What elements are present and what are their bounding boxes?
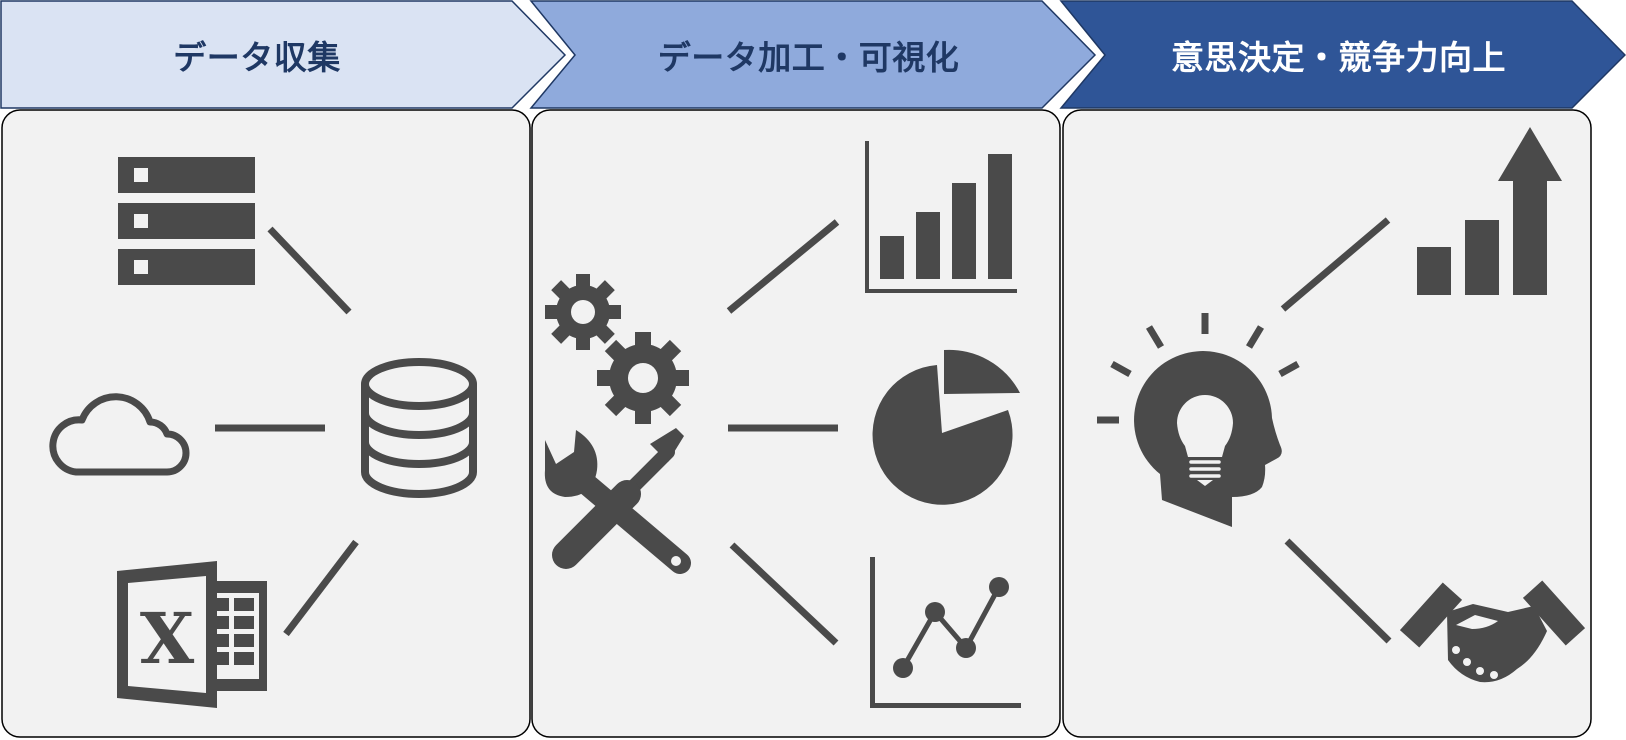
stage-1-chevron: [0, 0, 567, 109]
pie-chart-icon: [872, 349, 1020, 505]
database-icon: [361, 358, 477, 498]
stage-2-label: データ加工・可視化: [657, 38, 960, 77]
collect-connectors: [215, 226, 359, 637]
excel-file-icon: X: [117, 561, 267, 708]
decide-connectors: [1280, 217, 1392, 644]
stage-3-chevron: [1059, 0, 1626, 109]
svg-text:X: X: [140, 597, 195, 680]
stage-2-chevron: [529, 0, 1097, 109]
process-connectors: [726, 219, 840, 646]
decide-panel: [1062, 109, 1592, 738]
server-rack-icon: [118, 157, 255, 285]
handshake-icon: [1399, 580, 1586, 683]
growth-arrow-icon: [1417, 127, 1562, 295]
stage-1-label: データ収集: [173, 38, 341, 77]
tools-icon: [544, 428, 691, 574]
idea-head-icon: [1097, 313, 1300, 527]
bar-chart-icon: [865, 141, 1017, 293]
cloud-icon: [49, 393, 190, 476]
stage-3-label: 意思決定・競争力向上: [1171, 38, 1506, 77]
line-chart-icon: [870, 557, 1021, 708]
